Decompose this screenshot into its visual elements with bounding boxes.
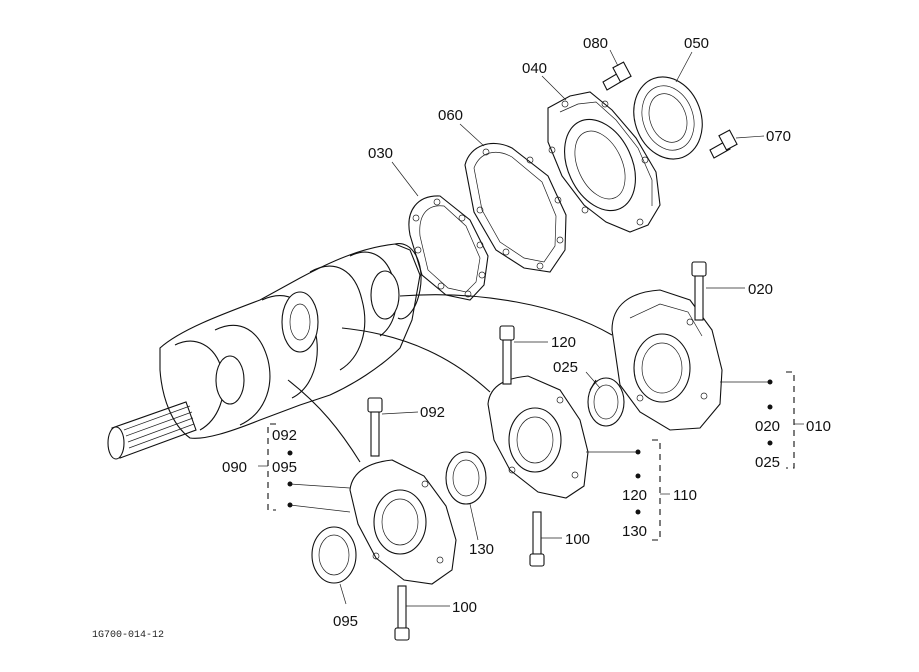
label-030: 030	[368, 145, 393, 162]
group-090-label: 090	[222, 459, 247, 476]
group-bracket-110	[635, 439, 670, 541]
bearing-holder-110	[487, 375, 589, 499]
bolt-092	[367, 397, 383, 457]
label-092: 092	[420, 404, 445, 421]
group-110-member-130: 130	[622, 523, 647, 540]
group-010-label: 010	[806, 418, 831, 435]
label-095: 095	[333, 613, 358, 630]
gasket-030	[408, 195, 489, 301]
group-010-member-025: 025	[755, 454, 780, 471]
group-010-member-020: 020	[755, 418, 780, 435]
gasket-060	[464, 142, 567, 273]
bearing-025	[587, 377, 625, 427]
bolt-070	[709, 129, 738, 159]
bolt-100-upper	[529, 511, 545, 567]
group-110-label: 110	[673, 487, 697, 504]
label-080: 080	[583, 35, 608, 52]
bolt-120	[499, 325, 515, 385]
leader-lines	[289, 49, 770, 607]
bolt-020	[691, 261, 707, 321]
bearing-holder-090	[349, 459, 457, 585]
label-130: 130	[469, 541, 494, 558]
retainer-housing-040	[547, 91, 661, 233]
group-bracket-090	[258, 423, 293, 511]
group-090-member-092: 092	[272, 427, 297, 444]
group-bracket-010	[767, 371, 804, 469]
bolt-100-lower	[394, 585, 410, 641]
bearing-130	[445, 451, 487, 505]
oil-seal-050	[633, 76, 703, 160]
label-100-lower: 100	[452, 599, 477, 616]
bearing-holder-010	[611, 289, 723, 431]
label-050: 050	[684, 35, 709, 52]
label-025: 025	[553, 359, 578, 376]
label-040: 040	[522, 60, 547, 77]
assembly-arrows	[287, 294, 613, 463]
group-110-member-120: 120	[622, 487, 647, 504]
group-090-member-095: 095	[272, 459, 297, 476]
bolt-080	[602, 61, 632, 91]
label-100-upper: 100	[565, 531, 590, 548]
label-060: 060	[438, 107, 463, 124]
label-070: 070	[766, 128, 791, 145]
label-120: 120	[551, 334, 576, 351]
bearing-095	[311, 526, 357, 584]
label-020: 020	[748, 281, 773, 298]
crankshaft	[107, 243, 422, 460]
figure-code: 1G700-014-12	[92, 630, 164, 641]
